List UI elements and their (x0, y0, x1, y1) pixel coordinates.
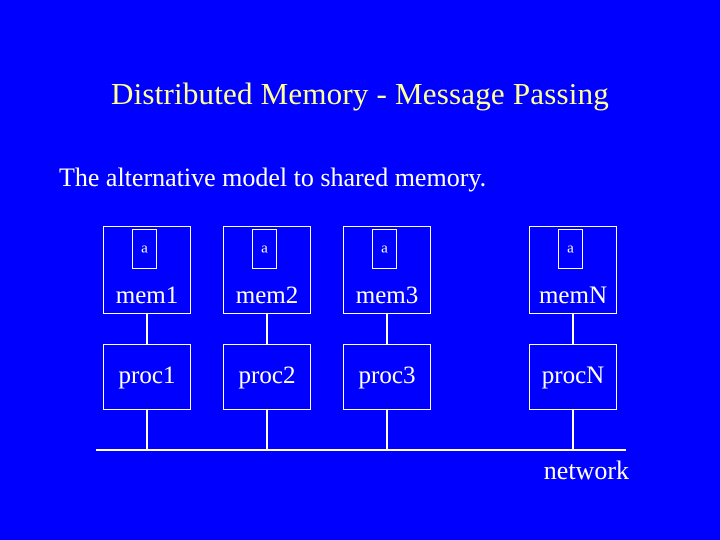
processor-box: proc1 (103, 344, 191, 410)
memory-cell-box: a (132, 229, 157, 269)
memory-processor-link (572, 314, 574, 344)
memory-label: memN (538, 282, 608, 309)
processor-box: proc2 (223, 344, 311, 410)
page-title: Distributed Memory - Message Passing (111, 76, 609, 111)
processor-label: procN (541, 361, 605, 389)
slide-subtitle: The alternative model to shared memory. (59, 163, 487, 192)
memory-box: a mem3 (343, 226, 431, 314)
processor-network-link (572, 410, 574, 450)
memory-cell-label: a (141, 240, 148, 257)
memory-box: a mem1 (103, 226, 191, 314)
memory-cell-box: a (252, 229, 277, 269)
network-label: network (543, 456, 629, 485)
memory-cell-box: a (558, 229, 583, 269)
processor-box: proc3 (343, 344, 431, 410)
memory-box: a mem2 (223, 226, 311, 314)
memory-cell-label: a (261, 240, 268, 257)
memory-label: mem3 (355, 282, 419, 309)
processor-box: procN (529, 344, 617, 410)
memory-cell-box: a (372, 229, 397, 269)
memory-label: mem2 (235, 282, 299, 309)
processor-label: proc3 (358, 361, 416, 389)
memory-processor-link (386, 314, 388, 344)
network-bus-line (96, 449, 626, 451)
processor-label: proc2 (238, 361, 296, 389)
memory-label: mem1 (115, 282, 179, 309)
memory-box: a memN (529, 226, 617, 314)
processor-network-link (386, 410, 388, 450)
processor-label: proc1 (118, 361, 176, 389)
memory-processor-link (266, 314, 268, 344)
processor-network-link (266, 410, 268, 450)
memory-cell-label: a (567, 240, 574, 257)
memory-processor-link (146, 314, 148, 344)
memory-cell-label: a (381, 240, 388, 257)
processor-network-link (146, 410, 148, 450)
